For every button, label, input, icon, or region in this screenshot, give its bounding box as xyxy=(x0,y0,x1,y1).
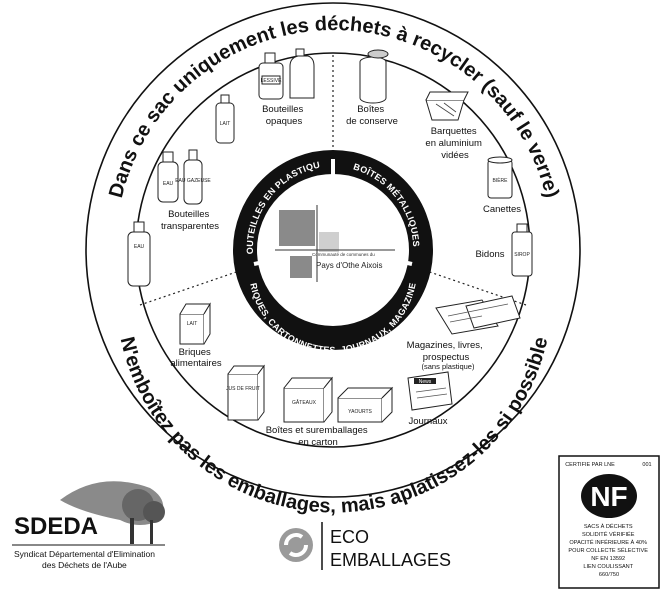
divider-lines xyxy=(139,55,527,306)
svg-text:GÂTEAUX: GÂTEAUX xyxy=(292,399,317,406)
bottle-lait-icon: LAIT xyxy=(215,94,235,144)
bottle-lessive-icon: LESSIVE xyxy=(258,52,284,100)
alu-tray-icon xyxy=(425,91,469,121)
nf-code: 001 xyxy=(642,462,651,468)
label-magazines: Magazines, livres, prospectus xyxy=(407,340,486,363)
juice-carton-icon: JUS DE FRUIT xyxy=(226,364,265,421)
yogurt-box-icon: YAOURTS xyxy=(337,386,394,423)
nf-lines: SACS À DÉCHETS SOLIDITÉ VÉRIFIÉE OPACITÉ… xyxy=(568,523,649,578)
newspaper-icon: News xyxy=(407,371,453,411)
center-logo: Communauté de communes du Pays d'Othe Ai… xyxy=(259,176,407,324)
label-sans-plastique: (sans plastique) xyxy=(422,362,475,371)
svg-text:EAU GAZEUSE: EAU GAZEUSE xyxy=(175,178,211,184)
label-barquettes: Barquettes en aluminium vidées xyxy=(425,126,484,161)
nf-top-text: CERTIFIE PAR LNE xyxy=(565,462,615,468)
svg-text:LESSIVE: LESSIVE xyxy=(261,78,283,84)
svg-text:YAOURTS: YAOURTS xyxy=(348,409,372,415)
svg-text:LAIT: LAIT xyxy=(187,321,198,327)
nf-mark: NF xyxy=(590,481,627,512)
eco-emballages-logo: ECO EMBALLAGES xyxy=(279,522,451,570)
label-bouteilles-opaques: Bouteilles opaques xyxy=(262,104,306,127)
svg-text:LAIT: LAIT xyxy=(220,121,231,127)
beer-can-icon: BIÈRE xyxy=(487,156,513,199)
milk-carton-icon: LAIT xyxy=(179,302,211,345)
center-small-text: Communauté de communes du xyxy=(312,252,375,257)
svg-text:JUS DE FRUIT: JUS DE FRUIT xyxy=(226,386,260,392)
label-cartons: Boîtes et suremballages en carton xyxy=(266,425,371,448)
sdeda-line1: Syndicat Départemental d'Elimination xyxy=(14,549,155,559)
bottle-eau-gazeuse-icon: EAU EAU GAZEUSE xyxy=(157,149,211,205)
nf-certification-box: CERTIFIE PAR LNE 001 NF SACS À DÉCHETS S… xyxy=(558,455,660,589)
label-canettes: Canettes xyxy=(483,204,521,215)
center-name-text: Pays d'Othe Aixois xyxy=(316,261,382,270)
svg-text:News: News xyxy=(419,379,432,385)
svg-text:BIÈRE: BIÈRE xyxy=(492,177,508,184)
sdeda-name: SDEDA xyxy=(14,513,98,540)
label-journaux: Journaux xyxy=(408,416,447,427)
sdeda-logo: SDEDA Syndicat Départemental d'Eliminati… xyxy=(12,481,165,570)
syrup-bottle-icon: SIROP xyxy=(511,223,533,277)
svg-text:EAU: EAU xyxy=(163,181,174,187)
tin-can-icon xyxy=(359,49,389,104)
bottle-eau-icon: EAU xyxy=(127,221,151,287)
label-briques: Briques alimentaires xyxy=(170,347,221,369)
nf-logo-icon xyxy=(581,474,637,518)
eco-line2: EMBALLAGES xyxy=(330,550,451,570)
label-boites-conserve: Boîtes de conserve xyxy=(346,104,398,127)
sdeda-line2: des Déchets de l'Aube xyxy=(42,560,127,570)
cookie-box-icon: GÂTEAUX xyxy=(283,376,334,423)
eco-line1: ECO xyxy=(330,527,369,547)
label-bidons: Bidons xyxy=(475,249,504,260)
bottle-opaque-icon xyxy=(289,48,315,99)
label-bouteilles-transparentes: Bouteilles transparentes xyxy=(161,209,219,232)
magazines-icon xyxy=(435,295,521,335)
svg-text:SIROP: SIROP xyxy=(514,252,530,258)
outer-ring xyxy=(85,2,581,498)
svg-text:EAU: EAU xyxy=(134,244,145,250)
